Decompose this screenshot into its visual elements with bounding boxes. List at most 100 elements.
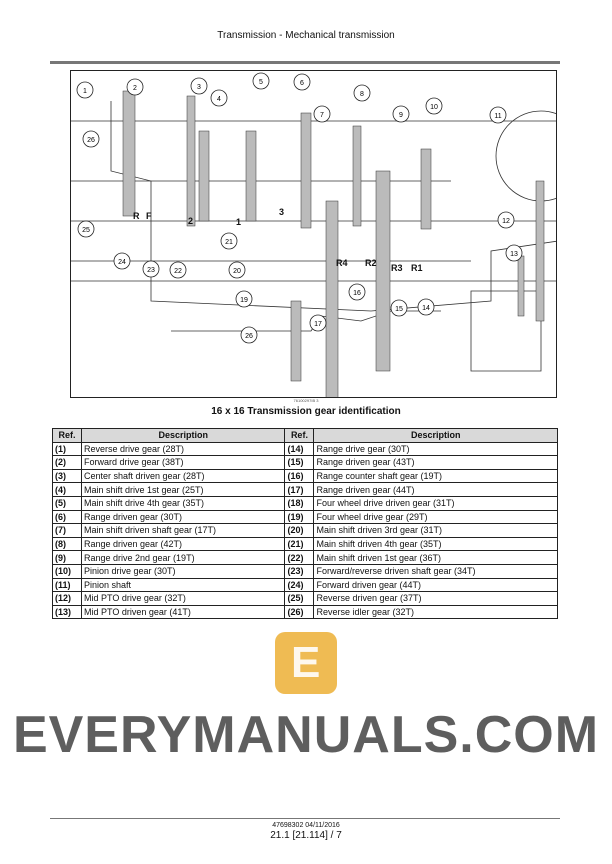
callout-26: 26 xyxy=(82,130,100,148)
callout-number: 2 xyxy=(133,85,137,92)
diagram-label: R1 xyxy=(411,263,423,273)
ref-cell: (8) xyxy=(52,536,82,552)
description-cell: Reverse idler gear (32T) xyxy=(313,604,558,620)
gear-shape xyxy=(290,300,302,382)
ref-cell: (18) xyxy=(284,495,315,511)
ref-cell: (16) xyxy=(284,468,315,484)
diagram-label: 1 xyxy=(236,217,241,227)
ref-cell: (26) xyxy=(284,604,315,620)
col-description: Description xyxy=(313,428,558,443)
description-cell: Main shift driven 3rd gear (31T) xyxy=(313,523,558,538)
callout-7: 7 xyxy=(313,105,331,123)
callout-circle xyxy=(293,73,311,91)
table-row: (10)Pinion drive gear (30T)(23)Forward/r… xyxy=(52,563,558,579)
callout-number: 21 xyxy=(225,239,233,246)
callout-number: 15 xyxy=(395,306,403,313)
callout-number: 6 xyxy=(300,80,304,87)
ref-cell: (17) xyxy=(284,482,315,497)
table-header-row: Ref. Description Ref. Description xyxy=(52,428,558,443)
callout-9: 9 xyxy=(392,105,410,123)
table-row: (13)Mid PTO driven gear (41T)(26)Reverse… xyxy=(52,604,558,620)
description-cell: Forward/reverse driven shaft gear (34T) xyxy=(313,563,558,579)
callout-23: 23 xyxy=(142,260,160,278)
ref-cell: (3) xyxy=(52,468,82,484)
callout-16: 16 xyxy=(348,283,366,301)
callout-circle xyxy=(169,261,187,279)
callout-6: 6 xyxy=(293,73,311,91)
description-cell: Range driven gear (42T) xyxy=(80,536,286,552)
callout-20: 20 xyxy=(228,261,246,279)
table-row: (7)Main shift driven shaft gear (17T)(20… xyxy=(52,523,558,538)
table-row: (3)Center shaft driven gear (28T)(16)Ran… xyxy=(52,468,558,484)
table-row: (8)Range driven gear (42T)(21)Main shift… xyxy=(52,536,558,552)
table-row: (5)Main shift drive 4th gear (35T)(18)Fo… xyxy=(52,495,558,511)
callout-circle xyxy=(505,244,523,262)
gear-shape xyxy=(245,130,257,222)
ref-cell: (21) xyxy=(284,536,315,552)
ref-cell: (9) xyxy=(52,550,82,565)
table-row: (6)Range driven gear (30T)(19)Four wheel… xyxy=(52,509,558,525)
col-ref: Ref. xyxy=(52,428,82,443)
ref-cell: (19) xyxy=(284,509,315,525)
callout-number: 26 xyxy=(87,137,95,144)
gear-shape xyxy=(352,125,362,227)
callout-14: 14 xyxy=(417,298,435,316)
description-cell: Range driven gear (44T) xyxy=(313,482,558,497)
ref-cell: (7) xyxy=(52,523,82,538)
description-cell: Mid PTO drive gear (32T) xyxy=(80,591,286,606)
description-cell: Mid PTO driven gear (41T) xyxy=(80,604,286,620)
callout-number: 16 xyxy=(353,290,361,297)
table-row: (11)Pinion shaft(24)Forward driven gear … xyxy=(52,577,558,593)
ref-cell: (11) xyxy=(52,577,82,593)
callout-number: 17 xyxy=(314,321,322,328)
callout-circle xyxy=(113,252,131,270)
watermark: EVERYMANUALS.COM xyxy=(12,706,600,764)
callout-number: 1 xyxy=(83,88,87,95)
callout-24: 24 xyxy=(113,252,131,270)
description-cell: Range counter shaft gear (19T) xyxy=(313,468,558,484)
callout-circle xyxy=(497,211,515,229)
callout-circle xyxy=(235,290,253,308)
footer-doc-number: 47698302 04/11/2016 xyxy=(272,822,340,829)
table-row: (1)Reverse drive gear (28T)(14)Range dri… xyxy=(52,441,558,457)
callout-circle xyxy=(76,81,94,99)
table-row: (9)Range drive 2nd gear (19T)(22)Main sh… xyxy=(52,550,558,565)
description-cell: Center shaft driven gear (28T) xyxy=(80,468,286,484)
header-divider xyxy=(50,61,560,64)
ref-cell: (5) xyxy=(52,495,82,511)
ref-cell: (10) xyxy=(52,563,82,579)
gear-shape xyxy=(535,180,545,322)
gear-shape xyxy=(420,148,432,230)
table-row: (4)Main shift drive 1st gear (25T)(17)Ra… xyxy=(52,482,558,497)
footer-page-number: 21.1 [21.114] / 7 xyxy=(270,830,342,841)
callout-circle xyxy=(142,260,160,278)
callout-11: 11 xyxy=(489,106,507,124)
description-cell: Range drive gear (30T) xyxy=(313,441,558,457)
ref-cell: (2) xyxy=(52,455,82,470)
callout-circle xyxy=(313,105,331,123)
callout-26: 26 xyxy=(240,326,258,344)
callout-21: 21 xyxy=(220,232,238,250)
callout-circle xyxy=(252,72,270,90)
watermark-logo: E xyxy=(275,632,337,694)
description-cell: Reverse drive gear (28T) xyxy=(80,441,286,457)
gear-shape xyxy=(517,255,525,317)
callout-circle xyxy=(353,84,371,102)
description-cell: Four wheel drive driven gear (31T) xyxy=(313,495,558,511)
callout-circle xyxy=(126,78,144,96)
callout-circle xyxy=(240,326,258,344)
callout-number: 3 xyxy=(197,84,201,91)
callout-number: 11 xyxy=(494,113,501,120)
callout-number: 8 xyxy=(360,91,364,98)
callout-25: 25 xyxy=(77,220,95,238)
description-cell: Main shift drive 1st gear (25T) xyxy=(80,482,286,497)
figure-id: 76100297IB 3 xyxy=(0,398,612,403)
description-cell: Forward drive gear (38T) xyxy=(80,455,286,470)
description-cell: Pinion shaft xyxy=(80,577,286,593)
ref-cell: (14) xyxy=(284,441,315,457)
diagram-label: R xyxy=(133,211,140,221)
callout-number: 12 xyxy=(502,218,510,225)
callout-circle xyxy=(210,89,228,107)
